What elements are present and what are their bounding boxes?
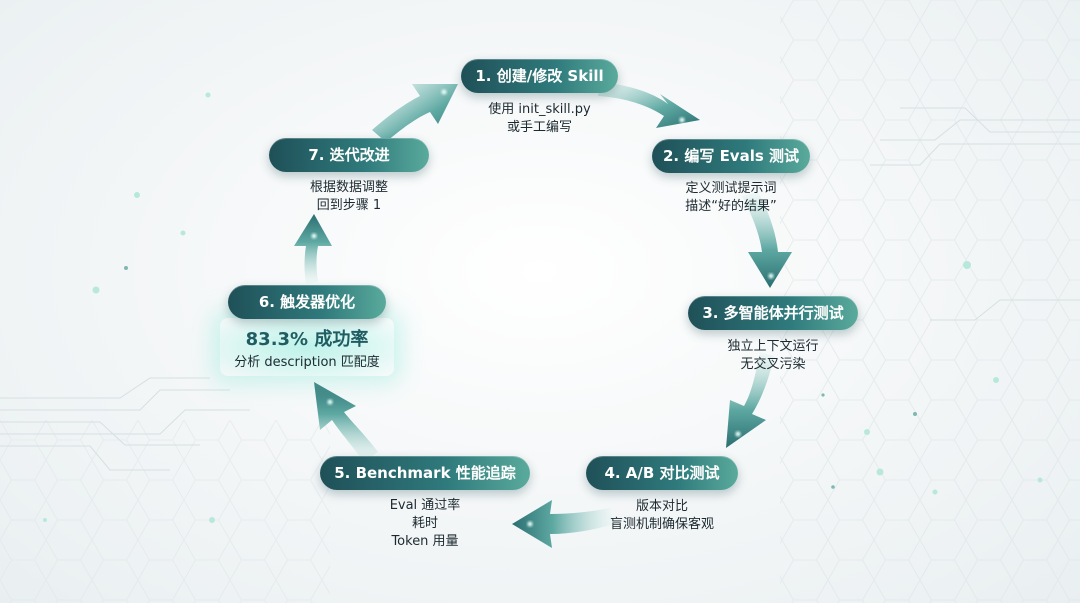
step-3-line: 无交叉污染 xyxy=(740,357,806,372)
step-7-description: 根据数据调整 回到步骤 1 xyxy=(269,179,429,215)
flow-arrow-icon xyxy=(726,352,774,448)
step-4-title: 4. A/B 对比测试 xyxy=(586,456,738,490)
flow-arrow-icon xyxy=(742,192,792,288)
step-6-description: 分析 description 匹配度 xyxy=(220,354,394,372)
step-4-line: 盲测机制确保客观 xyxy=(609,517,714,532)
step-1-line: 使用 init_skill.py xyxy=(488,102,591,117)
step-7-line: 回到步骤 1 xyxy=(316,198,382,213)
step-3-title: 3. 多智能体并行测试 xyxy=(688,296,858,330)
flow-arrow-icon xyxy=(598,82,700,128)
step-4-description: 版本对比 盲测机制确保客观 xyxy=(586,498,738,534)
step-5-description: Eval 通过率 耗时 Token 用量 xyxy=(320,497,530,551)
flow-arrow-icon xyxy=(294,214,332,284)
step-3-line: 独立上下文运行 xyxy=(727,339,819,354)
step-6-line: 分析 description 匹配度 xyxy=(234,355,380,370)
flow-arrow-icon xyxy=(512,500,614,548)
step-5-title: 5. Benchmark 性能追踪 xyxy=(320,456,530,490)
step-1-description: 使用 init_skill.py 或手工编写 xyxy=(461,101,618,137)
step-2-line: 描述“好的结果” xyxy=(685,199,777,214)
step-7-line: 根据数据调整 xyxy=(309,180,388,195)
flow-arrow-icon xyxy=(372,84,458,142)
step-2-title: 2. 编写 Evals 测试 xyxy=(652,139,810,173)
step-7-title: 7. 迭代改进 xyxy=(269,138,429,172)
step-2-description: 定义测试提示词 描述“好的结果” xyxy=(652,180,810,216)
step-5-line: Token 用量 xyxy=(391,534,459,549)
step-1-title: 1. 创建/修改 Skill xyxy=(461,59,618,93)
step-5-line: Eval 通过率 xyxy=(389,498,461,513)
success-rate-value: 83.3% 成功率 xyxy=(245,329,369,350)
step-3-description: 独立上下文运行 无交叉污染 xyxy=(688,338,858,374)
flow-arrow-icon xyxy=(314,382,378,462)
step-5-line: 耗时 xyxy=(411,516,438,531)
success-rate-highlight-glow xyxy=(220,318,394,376)
step-2-line: 定义测试提示词 xyxy=(685,181,777,196)
step-1-line: 或手工编写 xyxy=(506,120,572,135)
step-6-title: 6. 触发器优化 xyxy=(228,285,386,319)
step-4-line: 版本对比 xyxy=(635,499,688,514)
